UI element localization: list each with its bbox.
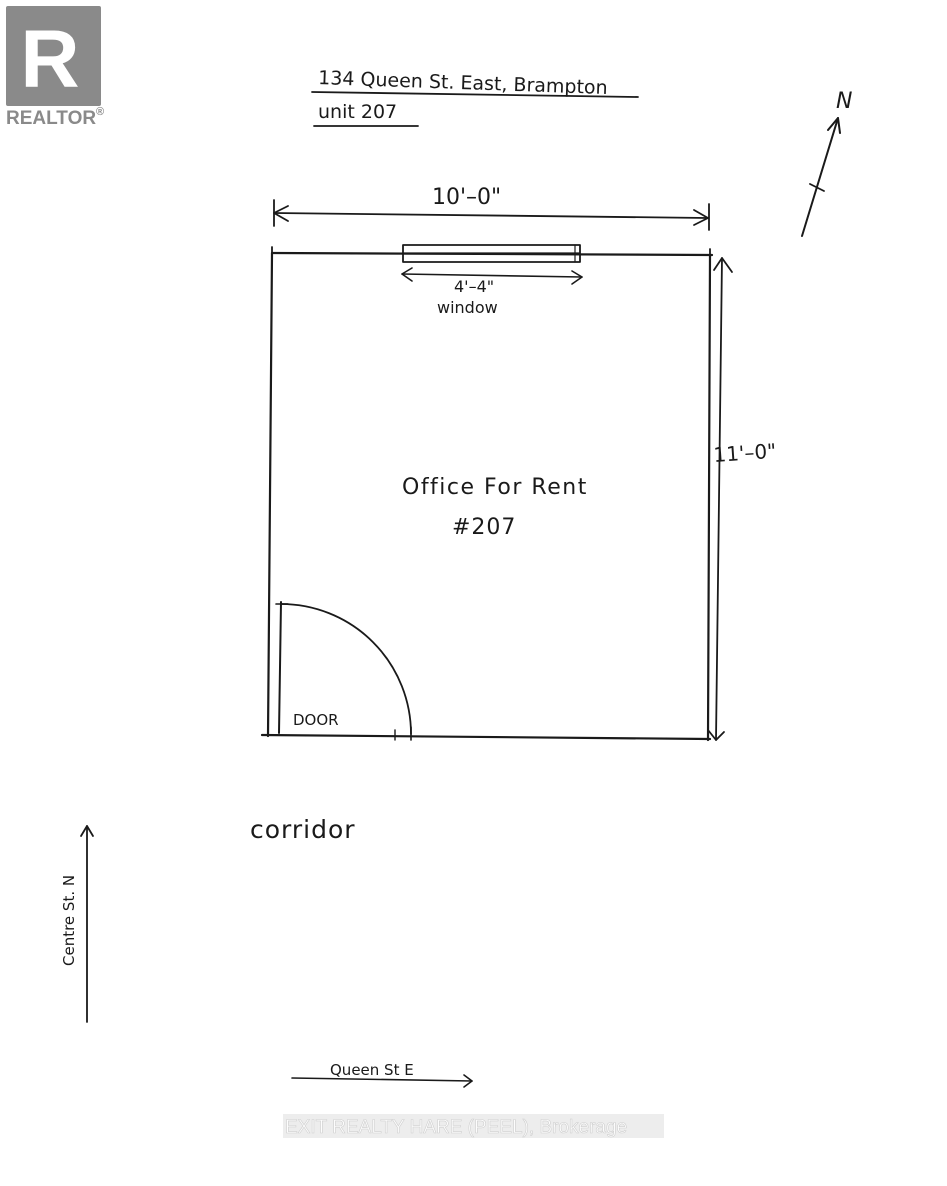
door-label: DOOR [293, 711, 339, 729]
depth-dimension-line [715, 257, 723, 741]
width-dimension-label: 10'–0" [432, 185, 501, 210]
compass-label: N [836, 89, 852, 114]
room-walls [260, 246, 714, 742]
compass-needle [801, 117, 839, 237]
window: 4'–4" window [401, 244, 583, 317]
depth-dimension-label: 11'–0" [713, 439, 777, 467]
queen-street-indicator: Queen St E [291, 1061, 473, 1088]
watermark-text: EXIT REALTY HARE (PEEL), Brokerage [285, 1117, 627, 1138]
address-underline-1 [311, 91, 639, 98]
room-label-line2: #207 [452, 515, 516, 540]
centre-street-arrowhead [80, 825, 94, 837]
address-line2: unit 207 [318, 101, 397, 123]
north-compass: N [801, 89, 852, 237]
queen-street-arrowhead [463, 1074, 473, 1088]
compass-tick [809, 183, 825, 192]
window-arrow-right [571, 270, 583, 285]
realtor-logo: R REALTOR ® [6, 6, 104, 129]
wall-left [266, 251, 274, 738]
depth-arrow-top [713, 257, 733, 273]
window-dimension-label: 4'–4" [454, 277, 494, 296]
queen-street-arrow-line [291, 1077, 473, 1082]
window-arrow-left [401, 267, 413, 282]
room-label: Office For Rent #207 [402, 475, 588, 540]
width-dimension: 10'–0" [273, 185, 710, 231]
depth-arrow-bottom [707, 729, 725, 741]
door: DOOR [275, 601, 412, 741]
compass-arrowhead [827, 117, 841, 134]
corridor-label: corridor [250, 815, 356, 844]
window-dimension-line [401, 273, 583, 278]
realtor-logo-registered: ® [96, 106, 104, 118]
room-label-line1: Office For Rent [402, 475, 588, 500]
realtor-logo-r-glyph: R [20, 14, 79, 105]
door-swing-arc [280, 603, 412, 735]
door-leaf [278, 601, 282, 734]
watermark-background [283, 1114, 664, 1138]
queen-street-label: Queen St E [330, 1061, 414, 1079]
address-block: 134 Queen St. East, Brampton unit 207 [311, 67, 639, 127]
centre-street-indicator: Centre St. N [60, 825, 94, 1023]
brokerage-watermark: EXIT REALTY HARE (PEEL), Brokerage [283, 1114, 664, 1138]
realtor-logo-mark [6, 6, 101, 106]
depth-dimension: 11'–0" [707, 257, 777, 741]
wall-right [706, 253, 712, 742]
wall-top [270, 251, 714, 257]
wall-bottom [260, 733, 712, 741]
centre-street-label: Centre St. N [60, 875, 78, 966]
realtor-logo-text: REALTOR [6, 108, 96, 129]
width-dimension-line [273, 212, 709, 219]
width-arrow-right [693, 209, 709, 226]
width-arrow-left [273, 205, 289, 222]
window-label: window [437, 298, 498, 317]
